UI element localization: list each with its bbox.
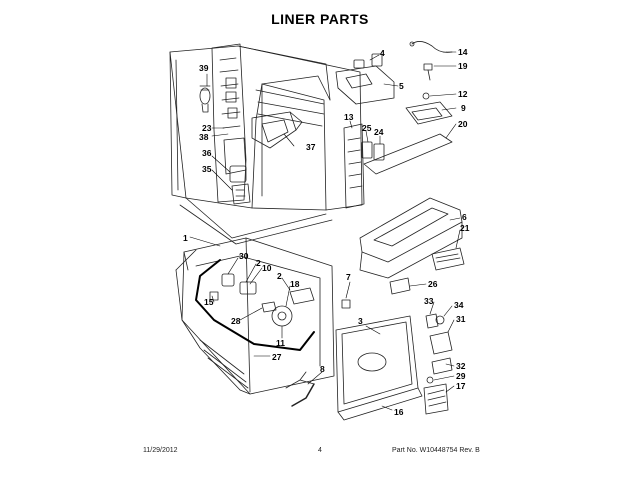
parts-24-25-modules bbox=[361, 141, 385, 161]
callout-39: 39 bbox=[199, 63, 209, 73]
part-5-bracket bbox=[335, 53, 395, 105]
callout-18: 18 bbox=[290, 279, 300, 289]
callout-36: 36 bbox=[202, 148, 212, 158]
leader-lines bbox=[189, 51, 461, 411]
upper-liner bbox=[169, 45, 363, 245]
lower-liner bbox=[175, 237, 335, 395]
callout-7: 7 bbox=[346, 272, 351, 282]
callout-3: 3 bbox=[358, 316, 363, 326]
callout-15: 15 bbox=[204, 297, 214, 307]
control-column bbox=[211, 43, 247, 203]
callout-17: 17 bbox=[456, 381, 466, 391]
parts-35-36-housing bbox=[229, 165, 251, 205]
callout-21: 21 bbox=[460, 223, 470, 233]
callout-35: 35 bbox=[202, 164, 212, 174]
callout-37: 37 bbox=[306, 142, 316, 152]
callout-5: 5 bbox=[399, 81, 404, 91]
callout-29: 29 bbox=[456, 371, 466, 381]
page-title: LINER PARTS bbox=[271, 11, 369, 27]
callout-13: 13 bbox=[344, 112, 354, 122]
callout-labels: 39 23 38 36 35 37 4 5 14 19 12 9 20 13 2… bbox=[183, 47, 470, 417]
part-13-control-panel bbox=[343, 123, 365, 209]
ice-maker-parts bbox=[423, 313, 453, 415]
callout-9: 9 bbox=[461, 103, 466, 113]
footer-date: 11/29/2012 bbox=[143, 447, 178, 454]
part-3-door-frame bbox=[335, 315, 423, 421]
callout-25: 25 bbox=[362, 123, 372, 133]
part-6-duct-cover bbox=[359, 197, 463, 279]
callout-34: 34 bbox=[454, 300, 464, 310]
part-14-wire-harness bbox=[409, 41, 453, 81]
callout-19: 19 bbox=[458, 61, 468, 71]
callout-24: 24 bbox=[374, 127, 384, 137]
callout-2b: 2 bbox=[277, 271, 282, 281]
callout-20: 20 bbox=[458, 119, 468, 129]
callout-11: 11 bbox=[276, 338, 285, 348]
callout-30: 30 bbox=[239, 251, 249, 261]
callout-27: 27 bbox=[272, 352, 282, 362]
callout-8: 8 bbox=[320, 364, 325, 374]
part-37-bracket bbox=[251, 111, 303, 149]
callout-33: 33 bbox=[424, 296, 434, 306]
part-8-lead bbox=[291, 383, 315, 407]
freezer-fan-assembly bbox=[209, 273, 315, 327]
callout-31: 31 bbox=[456, 314, 466, 324]
part-9-damper bbox=[405, 92, 453, 125]
footer-part-number: Part No. W10448754 Rev. B bbox=[392, 447, 480, 454]
callout-26: 26 bbox=[428, 279, 438, 289]
callout-2a: 2 bbox=[256, 258, 261, 268]
part-8-sensor bbox=[285, 371, 315, 389]
callout-6: 6 bbox=[462, 212, 467, 222]
footer-page-number: 4 bbox=[318, 447, 322, 454]
callout-4: 4 bbox=[380, 48, 385, 58]
part-26-plate bbox=[389, 277, 411, 295]
part-20-strip bbox=[363, 133, 453, 175]
callout-1: 1 bbox=[183, 233, 188, 243]
callout-32: 32 bbox=[456, 361, 466, 371]
callout-14: 14 bbox=[458, 47, 468, 57]
callout-28: 28 bbox=[231, 316, 241, 326]
light-bulb-assembly bbox=[199, 85, 211, 113]
callout-10: 10 bbox=[262, 263, 272, 273]
callout-23: 23 bbox=[202, 123, 212, 133]
part-21-vent bbox=[431, 247, 465, 271]
callout-16: 16 bbox=[394, 407, 404, 417]
gasket-wire bbox=[195, 259, 315, 351]
callout-12: 12 bbox=[458, 89, 468, 99]
part-7-clip bbox=[341, 299, 351, 309]
callout-38: 38 bbox=[199, 132, 209, 142]
